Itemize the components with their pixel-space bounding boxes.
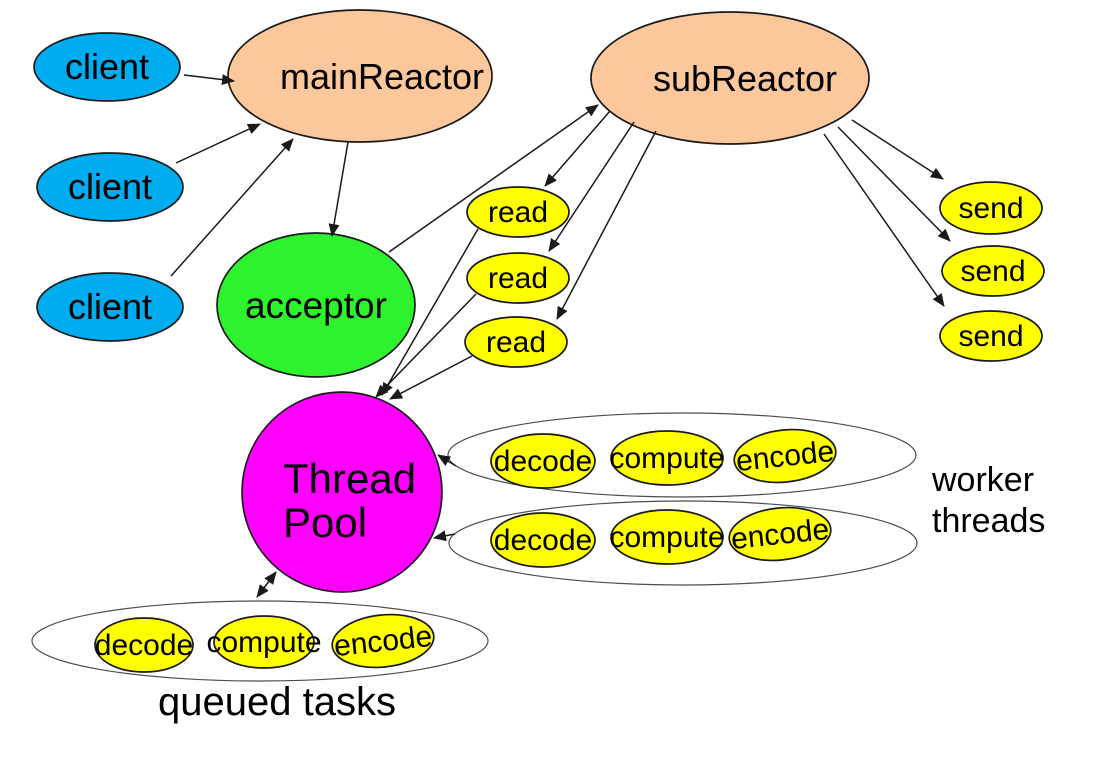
read-label: read [488, 262, 548, 295]
acceptor-ellipse [216, 232, 416, 378]
arrow-thread-pool-queued-tasks [256, 571, 277, 598]
send-label: send [958, 320, 1023, 353]
arrow-main-reactor-to-acceptor [328, 141, 349, 237]
read-node-2: read [466, 252, 570, 304]
send-label: send [960, 255, 1025, 288]
queued-tasks-label: queued tasks [158, 680, 396, 724]
arrow-sub-reactor-to-read1 [544, 110, 611, 187]
queued-compute-node: compute [206, 615, 322, 669]
arrow-read3-to-thread-pool [389, 355, 473, 400]
thread-pool-circle [241, 391, 443, 593]
worker1-encode-node: encode [733, 428, 837, 484]
client-label: client [68, 286, 152, 327]
read-node-1: read [466, 186, 570, 238]
queued-decode-node: decode [94, 617, 194, 673]
arrow-read1-to-thread-pool [381, 228, 479, 396]
client-node-3: client [36, 272, 184, 342]
sub-reactor-ellipse [590, 11, 870, 145]
compute-label: compute [609, 442, 724, 475]
send-ellipse [939, 181, 1043, 235]
client-ellipse [36, 272, 184, 342]
send-node-1: send [939, 181, 1043, 235]
arrow-sub-reactor-to-send3 [823, 133, 945, 307]
arrow-client1-to-main-reactor [183, 74, 235, 86]
worker2-compute-node: compute [609, 509, 725, 565]
client-node-2: client [36, 152, 184, 222]
thread-pool-node: Thread Pool [241, 391, 443, 593]
arrow-sub-reactor-to-send2 [837, 126, 951, 242]
arrow-client2-to-main-reactor [175, 123, 261, 164]
send-ellipse [939, 310, 1043, 362]
arrow-sub-reactor-to-read3 [556, 130, 657, 320]
compute-ellipse [610, 430, 724, 486]
sub-reactor-node: subReactor [590, 11, 870, 145]
send-ellipse [941, 245, 1045, 297]
encode-ellipse [733, 428, 837, 484]
arrow-sub-reactor-to-send1 [851, 119, 944, 180]
arrow-worker2-to-thread-pool [433, 530, 456, 542]
send-node-3: send [939, 310, 1043, 362]
arrow-sub-reactor-to-read2 [548, 121, 635, 252]
decode-label: decode [95, 629, 193, 662]
send-node-2: send [941, 245, 1045, 297]
queued-encode-node: encode [331, 613, 435, 669]
read-label: read [486, 326, 546, 359]
client-ellipse [36, 152, 184, 222]
compute-label: compute [609, 521, 724, 554]
worker-threads-label-line1: worker [931, 461, 1034, 499]
decode-ellipse [490, 433, 596, 489]
client-label: client [68, 166, 152, 207]
compute-label: compute [206, 626, 321, 659]
decode-label: decode [494, 524, 592, 557]
worker-threads-label-line2: threads [932, 502, 1045, 540]
decode-label: decode [494, 445, 592, 478]
main-reactor-label: mainReactor [280, 56, 484, 97]
thread-pool-label-line2: Pool [283, 499, 367, 546]
worker2-encode-node: encode [728, 506, 832, 562]
read-node-3: read [464, 316, 568, 368]
read-ellipse [466, 186, 570, 238]
read-ellipse [464, 316, 568, 368]
compute-ellipse [610, 509, 724, 565]
read-label: read [488, 196, 548, 229]
send-label: send [958, 192, 1023, 225]
encode-ellipse [331, 613, 435, 669]
decode-ellipse [94, 617, 194, 673]
worker1-decode-node: decode [490, 433, 596, 489]
thread-pool-label-line1: Thread [283, 455, 416, 502]
worker1-compute-node: compute [609, 430, 725, 486]
encode-ellipse [728, 506, 832, 562]
compute-ellipse [213, 615, 315, 669]
acceptor-label: acceptor [245, 285, 387, 326]
read-ellipse [466, 252, 570, 304]
arrow-client3-to-main-reactor [170, 138, 294, 277]
main-reactor-node: mainReactor [227, 9, 493, 143]
acceptor-node: acceptor [216, 232, 416, 378]
client-label: client [65, 46, 149, 87]
arrow-read2-to-thread-pool [375, 293, 477, 398]
arrow-acceptor-to-sub-reactor [388, 104, 599, 253]
arrow-worker1-to-thread-pool [437, 454, 457, 467]
sub-reactor-label: subReactor [653, 58, 837, 99]
client-node-1: client [33, 32, 181, 102]
client-ellipse [33, 32, 181, 102]
worker2-decode-node: decode [490, 512, 596, 568]
decode-ellipse [490, 512, 596, 568]
